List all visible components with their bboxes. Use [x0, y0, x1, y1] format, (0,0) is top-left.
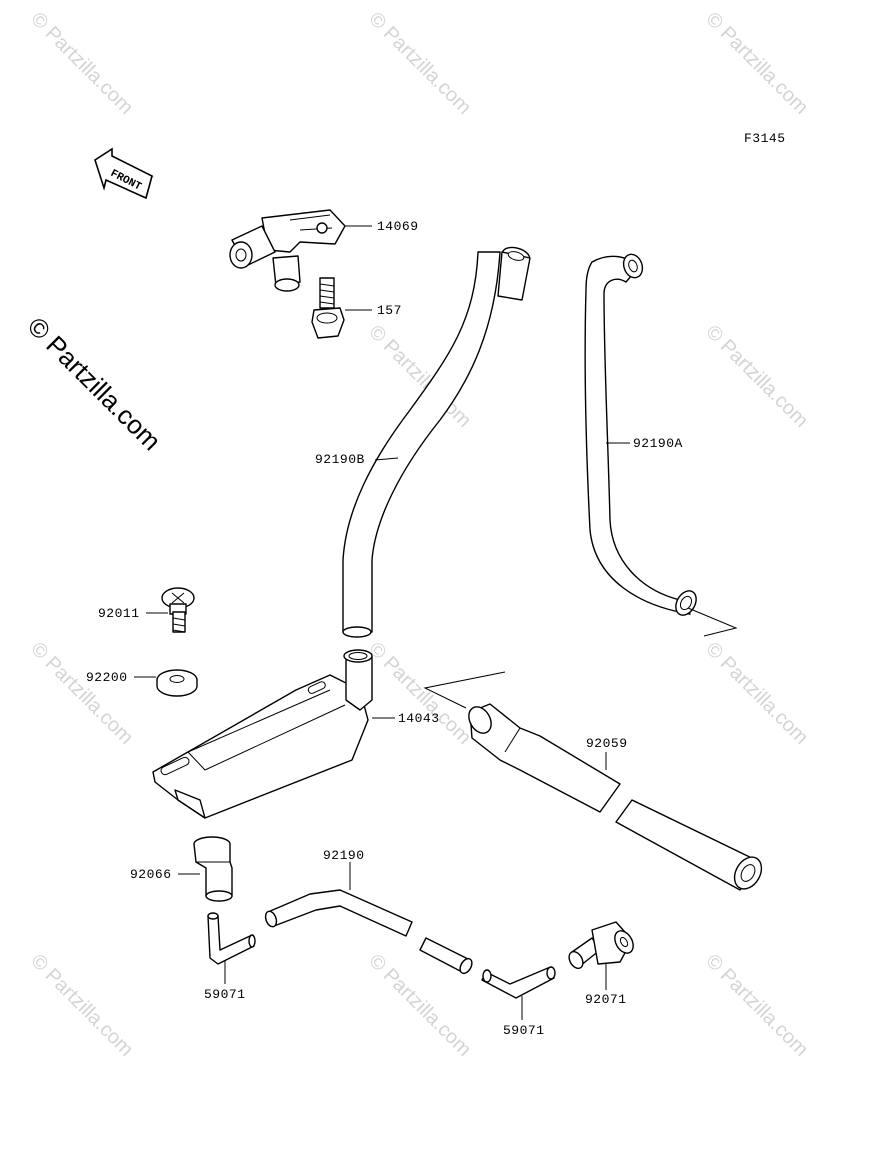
watermark: © Partzilla.com [26, 638, 137, 749]
part-label-92200: 92200 [86, 670, 128, 685]
diagram-code: F3145 [744, 131, 786, 146]
part-92066 [193, 836, 233, 902]
part-label-14043: 14043 [398, 711, 440, 726]
part-92200 [156, 669, 198, 697]
part-label-92066: 92066 [130, 867, 172, 882]
part-label-92071: 92071 [585, 992, 627, 1007]
part-92190A [584, 253, 697, 616]
part-157 [311, 277, 345, 339]
part-label-92190: 92190 [323, 848, 365, 863]
part-59071-right [481, 966, 556, 999]
front-arrow-icon: FRONT [94, 147, 155, 200]
watermark: © Partzilla.com [701, 8, 812, 119]
part-label-157: 157 [377, 303, 402, 318]
watermark: © Partzilla.com [26, 950, 137, 1061]
part-label-59071-right: 59071 [503, 1023, 545, 1038]
watermark: © Partzilla.com [701, 321, 812, 432]
part-14043 [152, 649, 373, 819]
watermark-grid: © Partzilla.com © Partzilla.com © Partzi… [26, 8, 812, 1061]
part-14069 [229, 209, 346, 292]
copyright-watermark: © Partzilla.com [22, 311, 167, 456]
part-label-92190B: 92190B [315, 452, 365, 467]
part-92059 [423, 671, 763, 891]
watermark: © Partzilla.com [364, 638, 475, 749]
part-label-14069: 14069 [377, 219, 419, 234]
watermark: © Partzilla.com [26, 8, 137, 119]
part-label-92011: 92011 [98, 606, 140, 621]
part-label-59071-left: 59071 [204, 987, 246, 1002]
part-92071 [568, 921, 634, 970]
part-92011 [161, 587, 195, 633]
part-59071-left [207, 912, 256, 965]
watermark: © Partzilla.com [701, 950, 812, 1061]
watermark: © Partzilla.com [364, 8, 475, 119]
part-label-92190A: 92190A [633, 436, 683, 451]
part-92190B [342, 246, 531, 638]
watermark: © Partzilla.com [701, 638, 812, 749]
part-label-92059: 92059 [586, 736, 628, 751]
part-92190 [264, 889, 473, 975]
